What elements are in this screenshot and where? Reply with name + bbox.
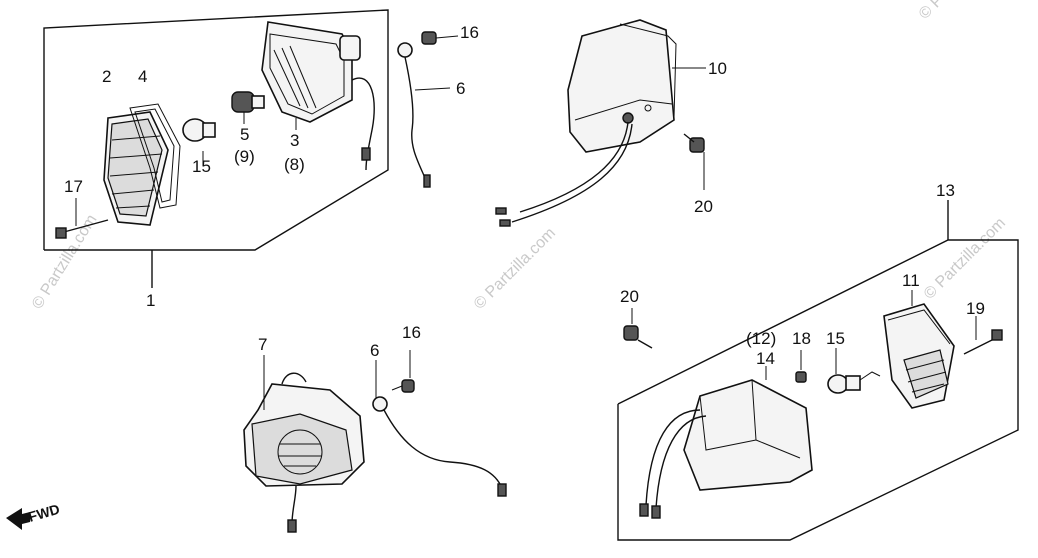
watermark-left: © Partzilla.com — [29, 212, 101, 312]
bulb-part-15-right — [827, 348, 881, 394]
housing-part-14 — [639, 366, 813, 519]
watermark-top: © Partzilla.com — [916, 0, 1004, 23]
screw-part-16-bottom — [391, 350, 415, 393]
housing-part-10 — [495, 19, 706, 227]
housing-part-3 — [261, 21, 375, 171]
watermark-center: © Partzilla.com — [471, 225, 559, 313]
label-11: 11 — [902, 271, 920, 290]
label-14: 14 — [756, 349, 775, 368]
lens-part-11 — [883, 290, 955, 409]
screw-part-18 — [795, 350, 807, 383]
label-20-top: 20 — [694, 197, 713, 216]
label-1: 1 — [146, 291, 155, 310]
label-3b: (8) — [284, 155, 305, 174]
label-13: 13 — [936, 181, 955, 200]
assembly-13-box — [617, 200, 1019, 541]
gasket-part-4 — [129, 103, 181, 209]
bolt-part-17 — [55, 198, 109, 239]
forward-arrow-icon: FWD — [6, 501, 61, 530]
bolt-part-20-bottom — [623, 308, 653, 349]
screw-part-16-top — [421, 31, 459, 45]
label-3: 3 — [290, 131, 299, 150]
label-20-bottom: 20 — [620, 287, 639, 306]
label-15-left: 15 — [192, 157, 211, 176]
harness-part-6-top — [397, 42, 451, 188]
label-16-bottom: 16 — [402, 323, 421, 342]
label-18: 18 — [792, 329, 811, 348]
fwd-label: FWD — [26, 501, 61, 525]
callout-labels: 1 2 4 5 (9) 3 (8) 15 17 16 6 10 20 13 20… — [64, 23, 985, 368]
socket-part-5 — [231, 91, 265, 124]
label-17: 17 — [64, 177, 83, 196]
label-5: 5 — [240, 125, 249, 144]
label-12: (12) — [746, 329, 776, 348]
harness-part-6-bottom — [372, 360, 507, 497]
lens-part-2 — [103, 111, 169, 226]
label-7: 7 — [258, 335, 267, 354]
label-4: 4 — [138, 67, 147, 86]
label-16-top: 16 — [460, 23, 479, 42]
bulb-part-15 — [182, 118, 216, 166]
housing-part-7 — [243, 355, 365, 533]
label-6-top: 6 — [456, 79, 465, 98]
label-19: 19 — [966, 299, 985, 318]
watermark-right: © Partzilla.com — [921, 215, 1009, 303]
assembly-1-box — [43, 9, 389, 288]
label-2: 2 — [102, 67, 111, 86]
label-15-right: 15 — [826, 329, 845, 348]
label-10: 10 — [708, 59, 727, 78]
bolt-part-20-top — [683, 133, 705, 190]
label-6-bottom: 6 — [370, 341, 379, 360]
label-5b: (9) — [234, 147, 255, 166]
bolt-part-19 — [963, 316, 1003, 355]
watermarks: © Partzilla.com © Partzilla.com © Partzi… — [29, 0, 1009, 313]
